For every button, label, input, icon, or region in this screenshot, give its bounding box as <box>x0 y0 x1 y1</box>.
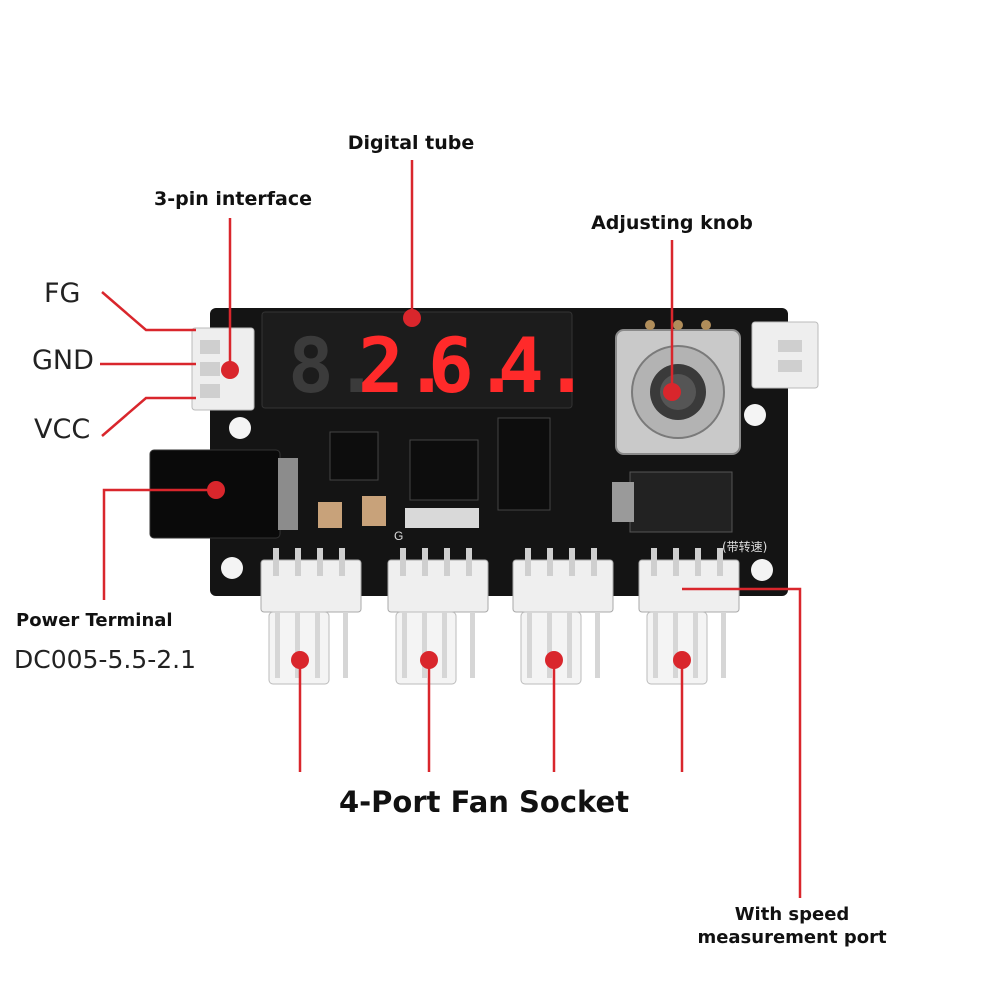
callout-line-power <box>102 488 212 600</box>
label-speed-port-line1: With speed <box>734 904 850 925</box>
fan-socket <box>260 548 362 685</box>
mounting-hole <box>229 417 251 439</box>
label-fg: FG <box>44 278 81 309</box>
display-digit: 8. <box>288 321 380 410</box>
label-power-model: DC005-5.5-2.1 <box>14 645 196 674</box>
callout-line-fg <box>101 291 196 332</box>
ic-chip <box>497 417 551 511</box>
mounting-hole <box>221 557 243 579</box>
callout-dot-fan-socket <box>673 651 691 669</box>
label-three-pin: 3-pin interface <box>154 188 312 210</box>
fan-sockets <box>260 548 740 685</box>
display-digit: 6. <box>428 321 520 410</box>
callout-dot-fan-socket <box>420 651 438 669</box>
callout-dot-knob <box>663 383 681 401</box>
label-digital-tube: Digital tube <box>347 132 475 154</box>
display-digits: 8.2.6.4. <box>288 321 590 410</box>
mounting-hole <box>744 404 766 426</box>
voltage-regulator <box>329 431 379 481</box>
callout-dot-fan-socket <box>291 651 309 669</box>
mosfet-tab <box>612 482 634 522</box>
right-connector <box>751 321 819 389</box>
callouts <box>100 160 802 898</box>
label-power-terminal: Power Terminal <box>16 610 173 631</box>
display-digit: 4. <box>498 321 590 410</box>
callout-dot-power <box>207 481 225 499</box>
label-gnd: GND <box>32 345 94 376</box>
label-vcc: VCC <box>34 414 91 445</box>
capacitor <box>362 496 386 526</box>
fan-socket <box>638 548 740 685</box>
ic-chip <box>409 439 479 501</box>
capacitor <box>318 502 342 528</box>
label-speed-port-line2: measurement port <box>697 927 887 948</box>
display-digit: 2. <box>358 321 450 410</box>
board-speed-mark: (带转速) <box>722 539 767 554</box>
callout-line-speed-port <box>682 587 802 898</box>
mosfet <box>629 471 733 533</box>
callout-line-vcc <box>101 396 196 437</box>
label-fan-socket: 4-Port Fan Socket <box>338 785 630 819</box>
label-adjusting-knob: Adjusting knob <box>591 212 753 234</box>
callout-dot-fan-socket <box>545 651 563 669</box>
callout-dot-digital-tube <box>403 309 421 327</box>
mounting-hole <box>751 559 773 581</box>
board-g-mark: G <box>394 529 403 543</box>
fan-socket <box>387 548 489 685</box>
pin-pads <box>405 508 479 528</box>
callout-dot-three-pin <box>221 361 239 379</box>
fan-socket <box>512 548 614 685</box>
